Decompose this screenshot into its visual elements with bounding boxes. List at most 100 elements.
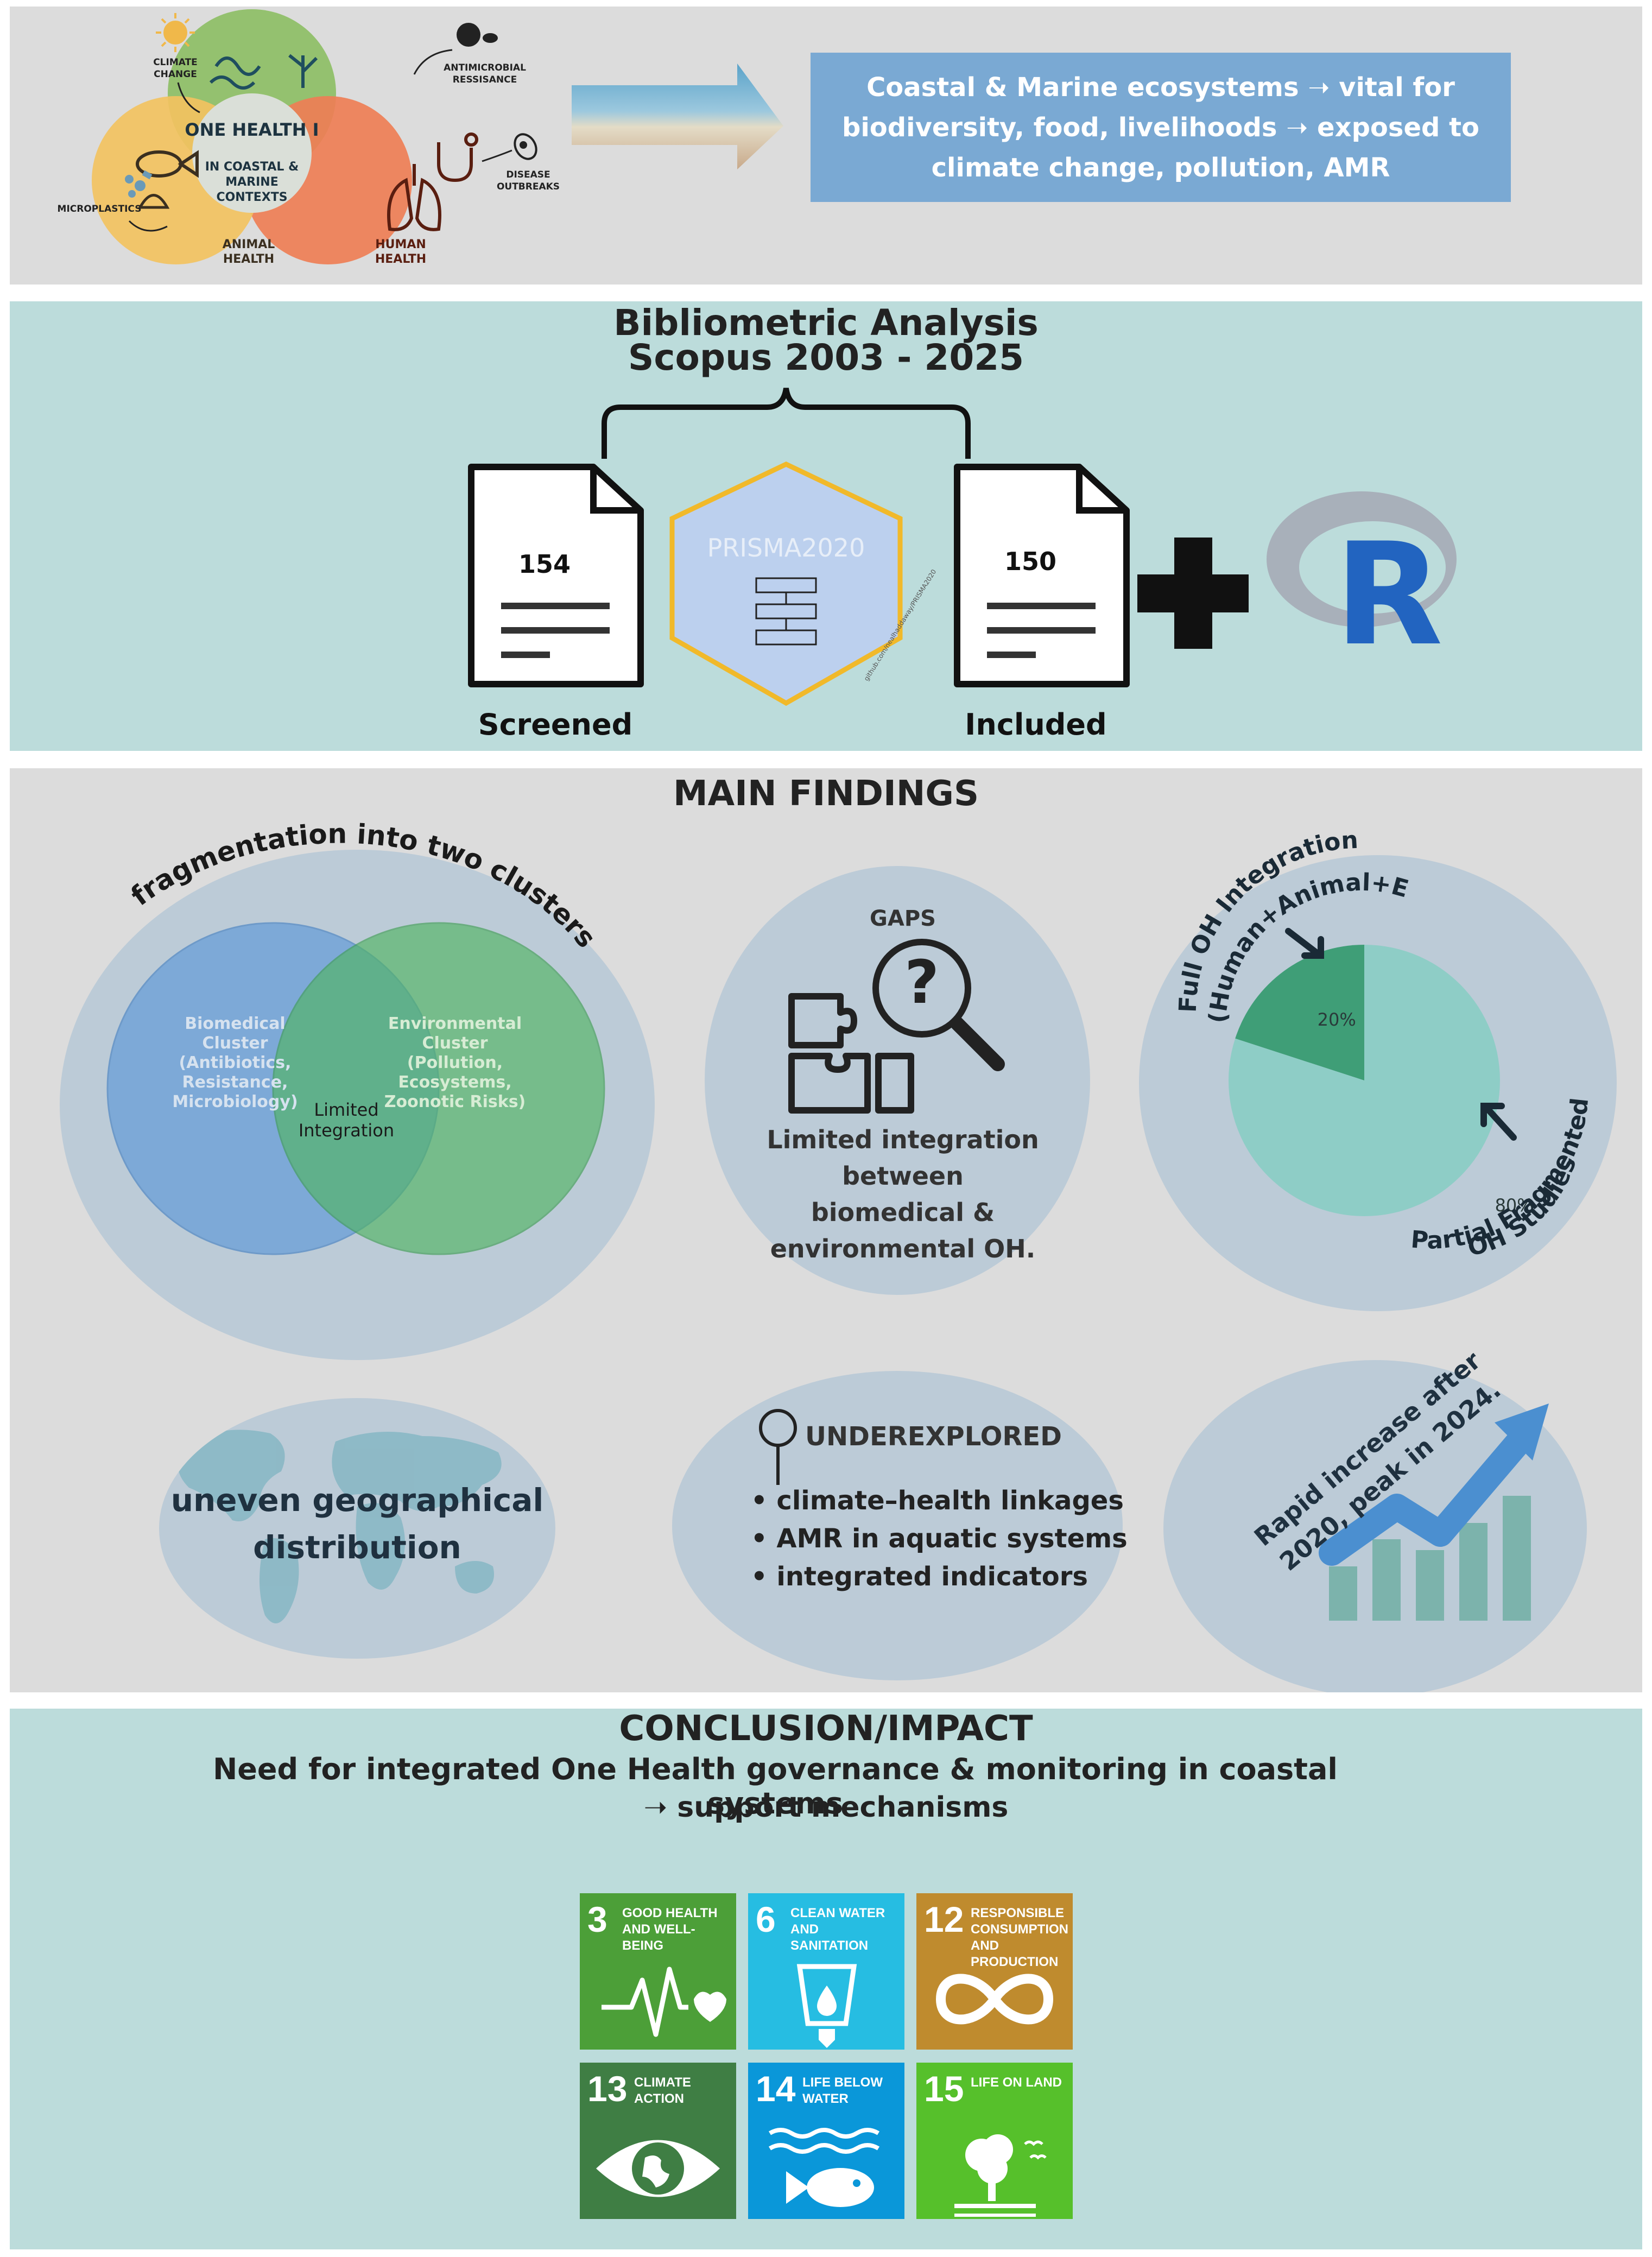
sun-icon — [156, 13, 195, 52]
svg-text:Limited integration: Limited integration — [767, 1125, 1039, 1154]
coral-icon — [288, 54, 318, 88]
prisma-hexagon — [669, 461, 903, 706]
underexplored-item: • integrated indicators — [751, 1561, 1088, 1592]
svg-text:(Pollution,: (Pollution, — [407, 1053, 503, 1072]
question-mark-icon: ? — [904, 947, 939, 1017]
screened-document-icon — [468, 464, 644, 687]
microplastics-label: MICROPLASTICS — [58, 204, 142, 214]
coastal-summary-box: Coastal & Marine ecosystems ➝ vital for … — [811, 53, 1511, 202]
sdg-label: CLEAN WATER AND SANITATION — [790, 1906, 885, 1953]
pie-slice — [1229, 945, 1501, 1216]
antimicrobial-label-1: ANTIMICROBIAL — [444, 62, 526, 73]
sdg-number: 14 — [756, 2069, 796, 2109]
included-label: Included — [965, 707, 1106, 742]
sdg-label: LIFE BELOW WATER — [802, 2075, 883, 2106]
r-logo-icon — [1267, 491, 1457, 627]
findings-panel: MAIN FINDINGS fragmentation into two clu… — [10, 768, 1642, 1692]
svg-text:Ecosystems,: Ecosystems, — [398, 1073, 511, 1092]
sdg-number: 15 — [924, 2069, 964, 2109]
human-label-1: HUMAN — [375, 238, 426, 251]
included-document-icon — [954, 464, 1130, 687]
limited-integration-label: Limited Integration — [299, 1099, 394, 1141]
arrow-top-icon — [1285, 928, 1324, 959]
pie-value-label: 80% — [1495, 1195, 1534, 1216]
conclusion-line2: ➝ support mechanisms — [643, 1791, 1009, 1824]
world-map-icon — [178, 1430, 502, 1623]
center-circle — [192, 93, 312, 213]
flowchart-icon — [755, 577, 817, 646]
svg-text:Cluster: Cluster — [422, 1034, 488, 1053]
virus-icon — [514, 133, 537, 160]
bibliometric-graphic: 154 Screened PRISMA2020 github.com/nealh… — [468, 388, 1457, 742]
stethoscope-icon — [437, 132, 478, 182]
disease-label-2: OUTBREAKS — [497, 181, 560, 192]
underexplored-item: • AMR in aquatic systems — [751, 1523, 1128, 1554]
findings-title: MAIN FINDINGS — [673, 774, 979, 814]
shell-icon — [137, 194, 170, 209]
sdg-number: 12 — [924, 1899, 964, 1939]
screened-label: Screened — [478, 707, 633, 742]
header-panel: ONE HEALTH I IN COASTAL & MARINE CONTEXT… — [10, 7, 1642, 285]
geography-text: uneven geographical distribution — [171, 1482, 544, 1566]
human-label-2: HEALTH — [375, 252, 426, 266]
sdg-number: 3 — [587, 1899, 607, 1939]
antimicrobial-label-2: RESSISANCE — [453, 74, 517, 85]
puzzle-magnifier-icon — [788, 939, 1005, 1114]
environmental-cluster-label: Environmental Cluster (Pollution, Ecosys… — [384, 1014, 526, 1111]
gaps-title: GAPS — [870, 906, 936, 931]
disease-label-1: DISEASE — [506, 169, 550, 180]
conclusion-line1: Need for integrated One Health governanc… — [213, 1752, 1338, 1820]
sdg-tile: 3 GOOD HEALTH AND WELL-BEING — [580, 1893, 736, 2050]
svg-text:Microbiology): Microbiology) — [172, 1092, 298, 1111]
sdg-number: 13 — [587, 2069, 628, 2109]
waves-icon — [209, 56, 261, 90]
microplastics-icon — [125, 170, 153, 198]
r-logo-letter: R — [1334, 513, 1443, 677]
fish-icon — [136, 150, 199, 178]
biomedical-cluster-label: Biomedical Cluster (Antibiotics, Resista… — [172, 1014, 298, 1111]
conclusion-title: CONCLUSION/IMPACT — [619, 1709, 1033, 1749]
sdg-number: 6 — [756, 1899, 776, 1939]
svg-text:biomedical &: biomedical & — [811, 1198, 995, 1227]
center-sub-3: CONTEXTS — [216, 191, 287, 204]
coastal-summary-text: Coastal & Marine ecosystems ➝ vital for … — [841, 72, 1480, 183]
sdg-label: GOOD HEALTH AND WELL-BEING — [622, 1906, 718, 1953]
trend-arrow-icon — [1319, 1403, 1549, 1566]
underexplored-title: UNDEREXPLORED — [805, 1421, 1062, 1452]
screened-count: 154 — [518, 549, 571, 579]
disease-arrow — [482, 149, 512, 162]
findings-graphic: fragmentation into two clusters Biomedic… — [10, 768, 1617, 1692]
one-health-venn: ONE HEALTH I IN COASTAL & MARINE CONTEXT… — [58, 9, 783, 266]
gaps-bubble — [705, 866, 1090, 1295]
pin-icon — [759, 1409, 797, 1485]
svg-text:Biomedical: Biomedical — [185, 1014, 285, 1033]
included-count: 150 — [1004, 547, 1056, 576]
underexplored-item: • climate–health linkages — [751, 1485, 1124, 1516]
svg-text:Environmental: Environmental — [388, 1014, 522, 1033]
sdg-label: LIFE ON LAND — [971, 2075, 1062, 2090]
sdg-label: CLIMATE ACTION — [634, 2075, 691, 2106]
plus-icon — [1137, 538, 1249, 649]
integration-pie-chart: 20% 80% — [1229, 945, 1534, 1216]
bar-growth-icon — [1329, 1496, 1531, 1621]
sdg-tile: 15 LIFE ON LAND — [916, 2063, 1073, 2219]
bibliometric-title: Bibliometric Analysis Scopus 2003 - 2025 — [10, 301, 1642, 380]
pie-value-label: 20% — [1318, 1009, 1356, 1030]
pie-slice — [1235, 945, 1364, 1080]
bibliometric-panel: Bibliometric Analysis Scopus 2003 - 2025… — [10, 301, 1642, 751]
bibliometric-title-line1: Bibliometric Analysis — [613, 302, 1039, 344]
one-health-title: ONE HEALTH I — [185, 119, 319, 140]
underexplored-bubble — [672, 1371, 1123, 1680]
center-sub-2: MARINE — [225, 175, 279, 189]
arrow-bottom-icon — [1480, 1103, 1517, 1141]
svg-text:distribution: distribution — [253, 1529, 461, 1566]
microbe-icon — [457, 23, 498, 47]
sdg-tile: 6 CLEAN WATER AND SANITATION — [748, 1893, 904, 2050]
climate-arrow — [177, 82, 200, 113]
svg-text:Resistance,: Resistance, — [182, 1073, 288, 1092]
lungs-icon — [387, 164, 441, 231]
svg-text:Integration: Integration — [299, 1120, 394, 1141]
